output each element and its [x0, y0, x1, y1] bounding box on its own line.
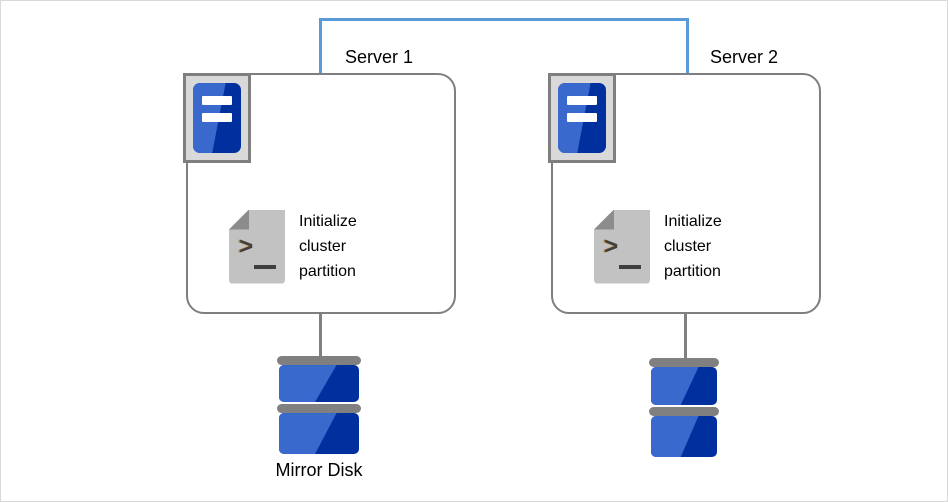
server-slot-bar-1	[567, 96, 597, 105]
server-1-action: > Initialize cluster partition	[229, 209, 357, 284]
server-slot-bar-1	[202, 96, 232, 105]
script-prompt-cursor-icon	[254, 264, 276, 269]
interconnect-horizontal	[319, 18, 689, 21]
server-2-label: Server 2	[710, 47, 779, 67]
disk-slab-upper	[651, 367, 717, 405]
disk-platter-top	[277, 356, 361, 365]
server-1-label: Server 1	[345, 47, 414, 67]
disk-slab-upper	[279, 365, 359, 402]
script-page	[229, 209, 285, 284]
mirror-disk-left	[277, 356, 361, 454]
script-prompt-cursor-icon	[619, 264, 641, 269]
script-file-icon: >	[229, 209, 285, 284]
action-line-1: Initialize	[664, 213, 722, 230]
server-chassis	[558, 83, 606, 153]
interconnect-right-vertical	[686, 18, 689, 74]
server-2-action: > Initialize cluster partition	[594, 209, 722, 284]
action-line-2: cluster	[664, 238, 712, 255]
script-corner-fold	[229, 209, 249, 230]
script-file-icon: >	[594, 209, 650, 284]
mirror-disk-right	[649, 358, 719, 457]
mirror-disk-left-label: Mirror Disk	[275, 460, 363, 480]
server-2-disk-connector	[684, 312, 687, 362]
server-chassis	[193, 83, 241, 153]
server-slot-bar-2	[567, 113, 597, 122]
script-prompt-chevron-icon: >	[604, 234, 619, 262]
disk-platter-middle	[277, 404, 361, 413]
server-machine-icon	[548, 73, 616, 163]
script-prompt-chevron-icon: >	[239, 234, 254, 262]
server-1-action-text: Initialize cluster partition	[299, 209, 357, 284]
action-line-1: Initialize	[299, 213, 357, 230]
action-line-3: partition	[299, 263, 356, 280]
action-line-2: cluster	[299, 238, 347, 255]
interconnect-left-vertical	[319, 18, 322, 74]
server-2-action-text: Initialize cluster partition	[664, 209, 722, 284]
script-corner-fold	[594, 209, 614, 230]
disk-slab-lower	[279, 413, 359, 454]
disk-platter-top	[649, 358, 719, 367]
server-1-disk-connector	[319, 312, 322, 360]
server-slot-bar-2	[202, 113, 232, 122]
action-line-3: partition	[664, 263, 721, 280]
disk-slab-lower	[651, 416, 717, 457]
script-page	[594, 209, 650, 284]
disk-platter-middle	[649, 407, 719, 416]
server-machine-icon	[183, 73, 251, 163]
